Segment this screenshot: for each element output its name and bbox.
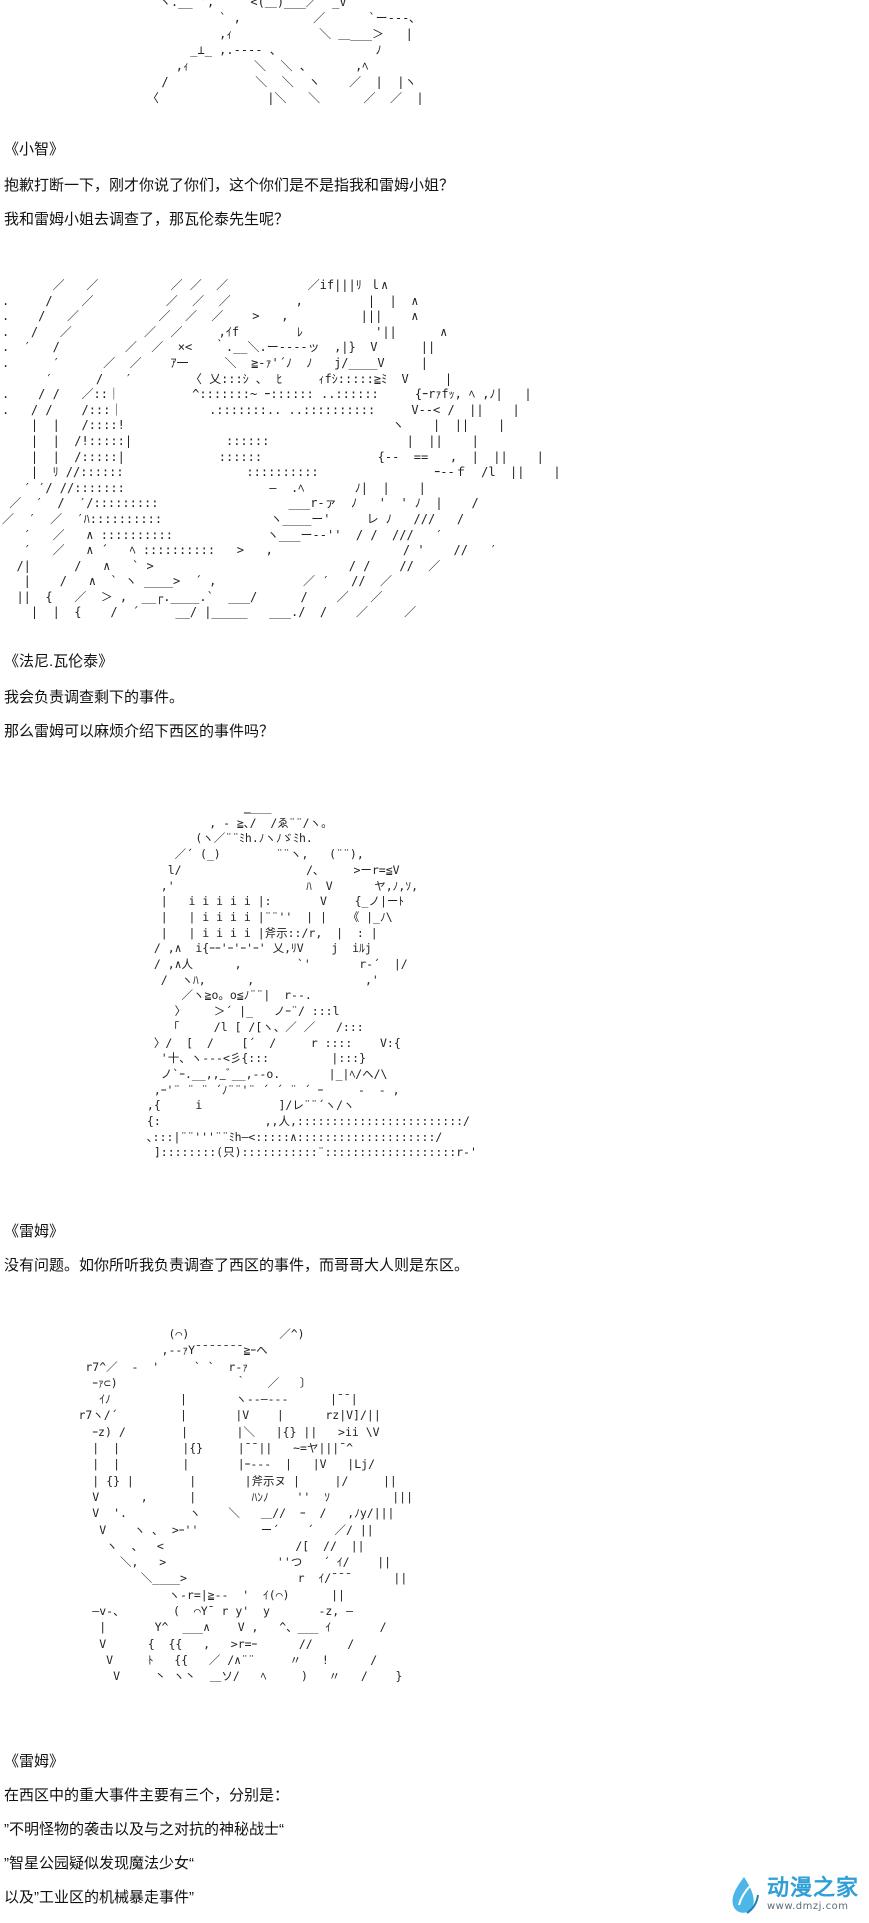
dialogue-line: ”智星公园疑似发现魔法少女“ (4, 1855, 194, 1872)
speaker-label-valentine: 《法尼.瓦伦泰》 (4, 653, 114, 670)
aa-art-rem-2: (⌒) ／^) ,‐-ｧY¯¯¯¯¯¯¯≧ｰヘ r7^／ ‐ ' ` ` r-ｧ… (78, 1327, 414, 1684)
watermark-text: 动漫之家 www.dmzj.com (767, 1877, 859, 1913)
watermark-url: www.dmzj.com (766, 1901, 849, 1912)
dialogue-line: 以及”工业区的机械暴走事件” (4, 1889, 194, 1906)
dialogue-line: 没有问题。如你所听我负责调查了西区的事件，而哥哥大人则是东区。 (4, 1257, 470, 1274)
speaker-label-rem: 《雷姆》 (4, 1753, 65, 1770)
speaker-label-rem: 《雷姆》 (4, 1223, 65, 1240)
aa-art-top: ￣ヽ.__ ’, <(＿)___／ _V´￣ ` , ／ `ー---､ ,ｨ ＼… (146, 0, 424, 105)
dialogue-line: ”不明怪物的袭击以及与之对抗的神秘战士“ (4, 1821, 284, 1838)
site-watermark: 动漫之家 www.dmzj.com (727, 1875, 859, 1915)
dialogue-line: 在西区中的重大事件主要有三个，分别是： (4, 1787, 290, 1804)
dialogue-line: 那么雷姆可以麻烦介绍下西区的事件吗？ (4, 723, 275, 740)
aa-art-valentine: ／ ／ ／ ／ ／ ／if|||ﾘ ｌ∧ . / ／ ／ ／ ／ , | | ∧… (2, 278, 561, 620)
watermark-name: 动漫之家 (766, 1876, 859, 1901)
dialogue-line: 我和雷姆小姐去调查了，那瓦伦泰先生呢？ (4, 211, 290, 228)
dialogue-line: 抱歉打断一下，刚才你说了你们，这个你们是不是指我和雷姆小姐？ (4, 177, 455, 194)
leaf-drop-icon (727, 1875, 761, 1915)
dialogue-line: 我会负责调查剩下的事件。 (4, 689, 185, 706)
aa-art-rem-1: ‗___ , ‐ ≧､/ /ゑ¨¨/ヽ。 (ヽ／¨¨ﾐh.ﾉヽﾉゞﾐh. ／´ … (146, 800, 477, 1160)
speaker-label-satoshi: 《小智》 (4, 141, 65, 158)
